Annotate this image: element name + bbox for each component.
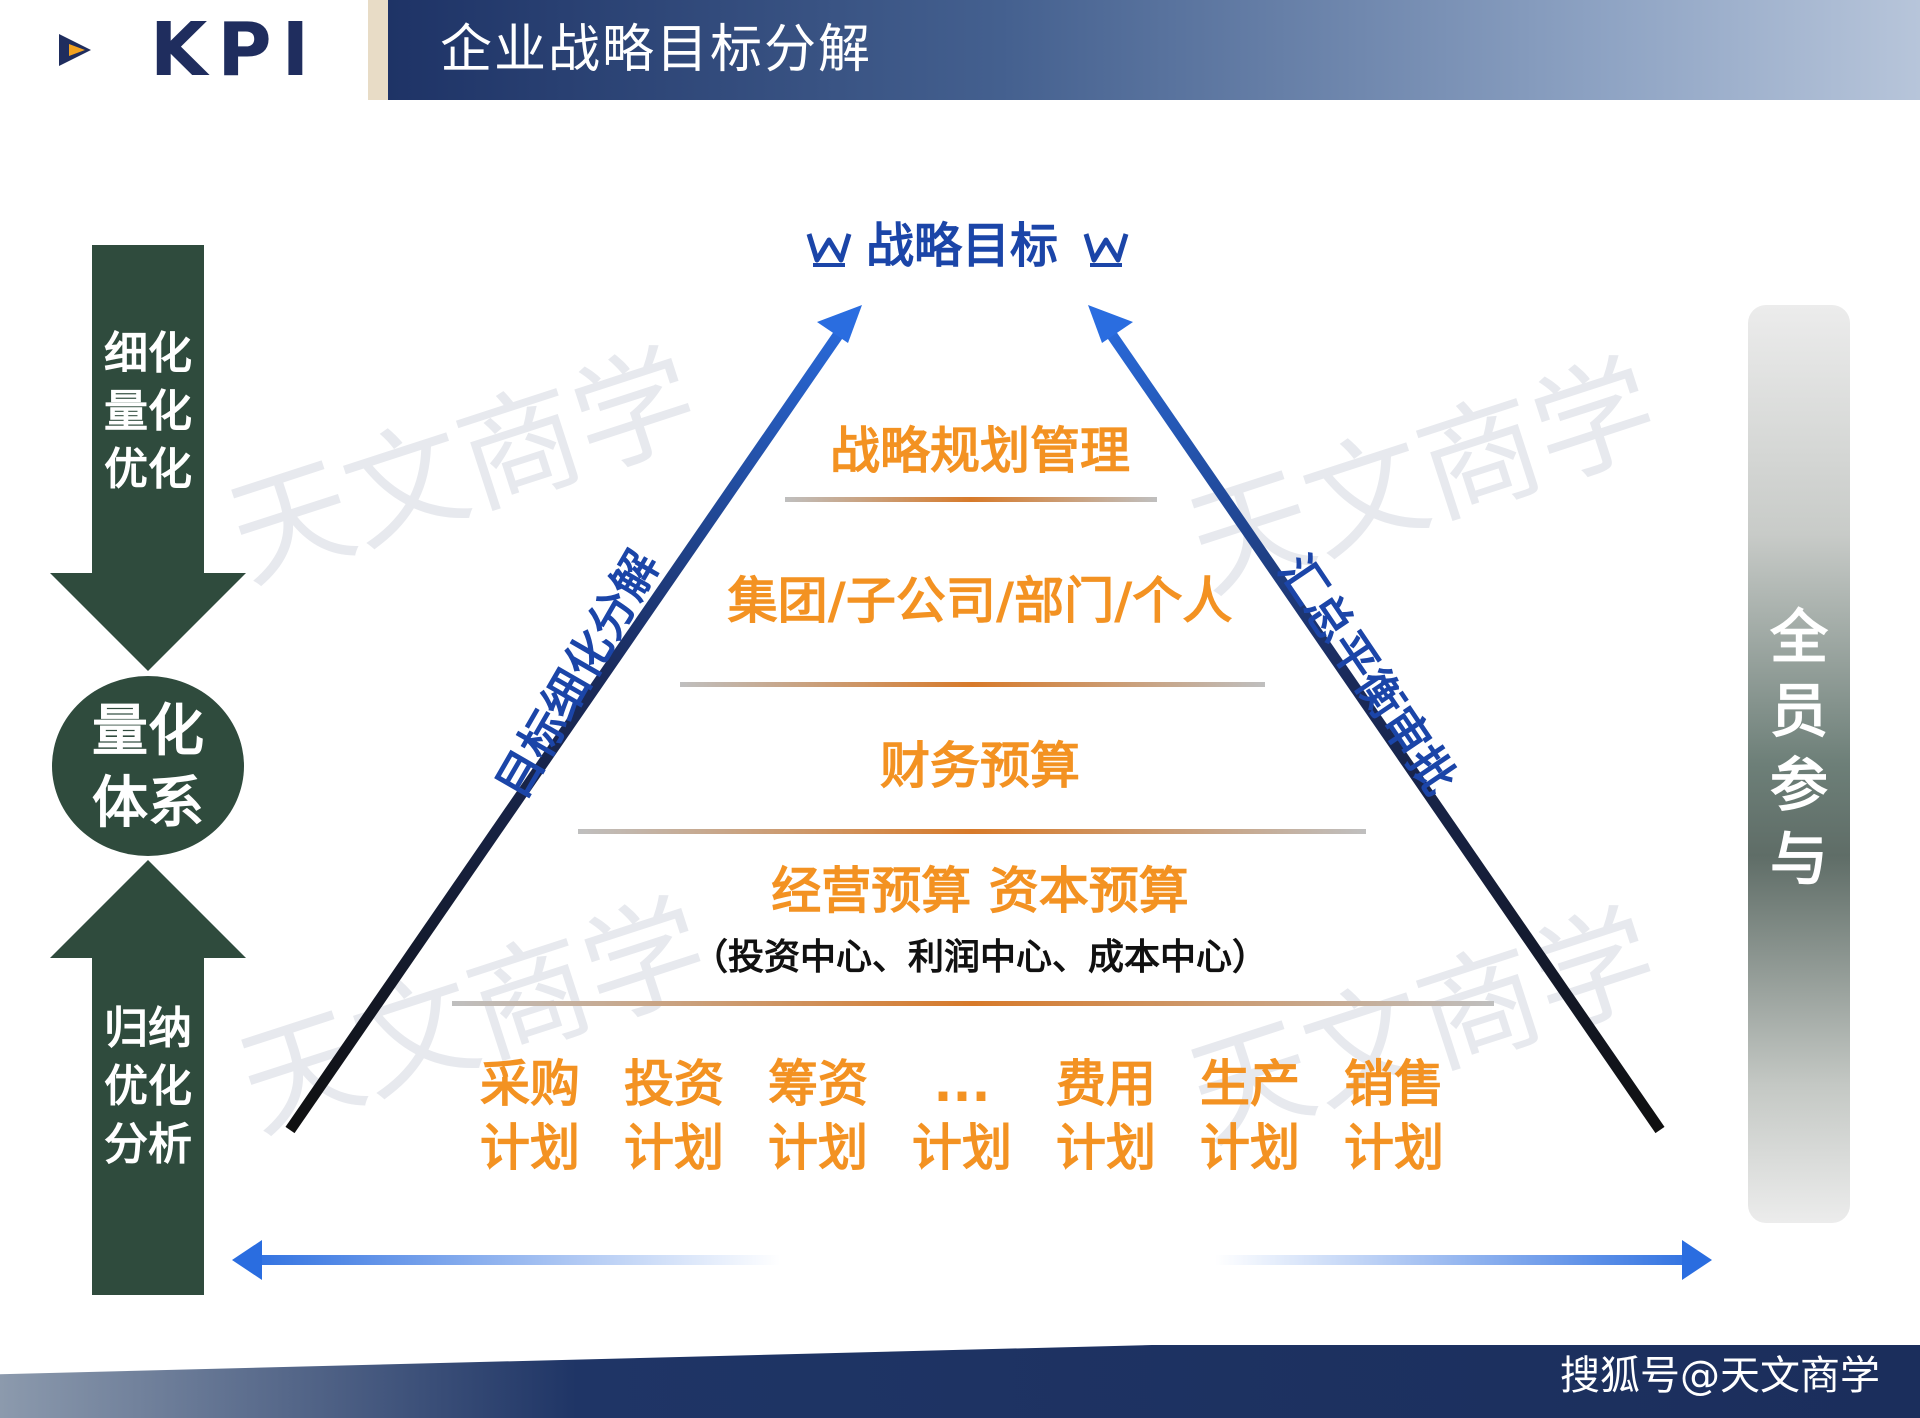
separator-line	[785, 497, 1157, 502]
left-bottom-label: 归纳 优化 分析	[104, 1003, 192, 1170]
level-financial-budget: 财务预算	[880, 737, 1080, 795]
base-arrow-right-shaft	[1215, 1255, 1685, 1265]
left-top-shaft	[92, 245, 204, 575]
left-top-label: 细化 量化 优化	[104, 328, 192, 495]
plan-bottom: 计划	[1056, 1119, 1156, 1177]
plan-item: ... 计划	[902, 1052, 1022, 1180]
plan-item: 生产 计划	[1190, 1052, 1310, 1180]
left-bottom-shaft	[92, 955, 204, 1295]
plan-item: 销售 计划	[1334, 1052, 1454, 1180]
play-logo-icon	[59, 34, 91, 66]
plan-bottom: 计划	[1200, 1119, 1300, 1177]
base-arrow-left-shaft	[255, 1255, 780, 1265]
logo-text: KPI	[150, 7, 320, 93]
plan-item: 费用 计划	[1046, 1052, 1166, 1180]
level-operating-capital-budget: 经营预算 资本预算	[771, 862, 1189, 920]
plan-top: 费用	[1056, 1055, 1156, 1113]
plan-top: ...	[933, 1055, 991, 1113]
separator-line	[452, 1001, 1494, 1006]
header-bar	[388, 0, 1920, 100]
plan-top: 筹资	[768, 1055, 868, 1113]
quantification-circle	[52, 676, 244, 856]
level-organization: 集团/子公司/部门/个人	[727, 572, 1233, 630]
crown-icon	[1083, 233, 1129, 267]
plan-item: 筹资 计划	[758, 1052, 878, 1180]
plan-top: 采购	[480, 1055, 580, 1113]
page-title: 企业战略目标分解	[440, 20, 873, 80]
right-edge-arrow	[1100, 321, 1665, 1134]
crown-icon	[806, 233, 852, 267]
plan-top: 销售	[1344, 1055, 1444, 1113]
plan-bottom: 计划	[912, 1119, 1012, 1177]
plan-bottom: 计划	[480, 1119, 580, 1177]
plan-bottom: 计划	[1344, 1119, 1444, 1177]
plan-item: 采购 计划	[470, 1052, 590, 1180]
separator-line	[680, 682, 1265, 687]
level-strategy-planning: 战略规划管理	[830, 422, 1130, 480]
right-side-label: 全 员 参 与	[1769, 603, 1828, 893]
plan-bottom: 计划	[768, 1119, 868, 1177]
right-arrow-tip	[1088, 305, 1133, 343]
source-watermark: 搜狐号@天文商学	[1560, 1353, 1880, 1399]
strategic-goal-title: 战略目标	[866, 218, 1059, 274]
plan-top: 投资	[624, 1055, 724, 1113]
circle-label: 量化 体系	[92, 699, 204, 836]
separator-line	[578, 829, 1366, 834]
level-centers-note: （投资中心、利润中心、成本中心）	[691, 937, 1268, 978]
left-edge-arrow	[285, 321, 850, 1134]
base-arrow-left-tip	[232, 1240, 262, 1280]
plan-item: 投资 计划	[614, 1052, 734, 1180]
header-divider	[368, 0, 388, 100]
plan-bottom: 计划	[624, 1119, 724, 1177]
left-arrow-tip	[817, 305, 862, 343]
base-arrow-right-tip	[1682, 1240, 1712, 1280]
plan-top: 生产	[1200, 1055, 1300, 1113]
plans-row: 采购 计划 投资 计划 筹资 计划 ... 计划 费用 计划 生产 计划 销售 …	[470, 1052, 1470, 1182]
right-side-bar	[1748, 305, 1850, 1223]
